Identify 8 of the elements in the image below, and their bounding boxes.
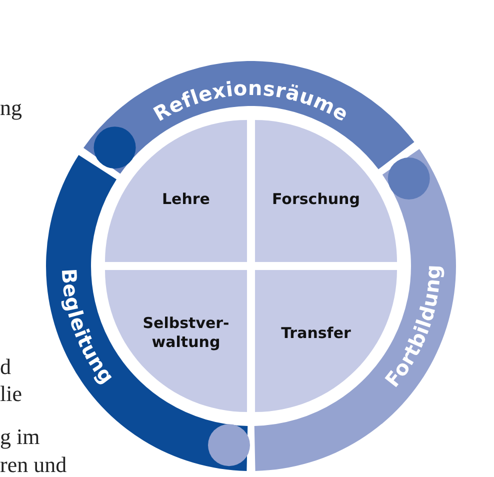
body-text-fragment: d (0, 355, 11, 379)
quadrant-label: Transfer (280, 324, 352, 342)
body-text-fragment: g im (0, 425, 40, 449)
quadrant-label: Forschung (271, 190, 361, 208)
quadrant-label: Selbstver- waltung (142, 314, 230, 352)
quadrant-label: Lehre (161, 190, 211, 208)
body-text-fragment: lie (0, 382, 22, 406)
body-text-fragment: ng (0, 96, 22, 120)
